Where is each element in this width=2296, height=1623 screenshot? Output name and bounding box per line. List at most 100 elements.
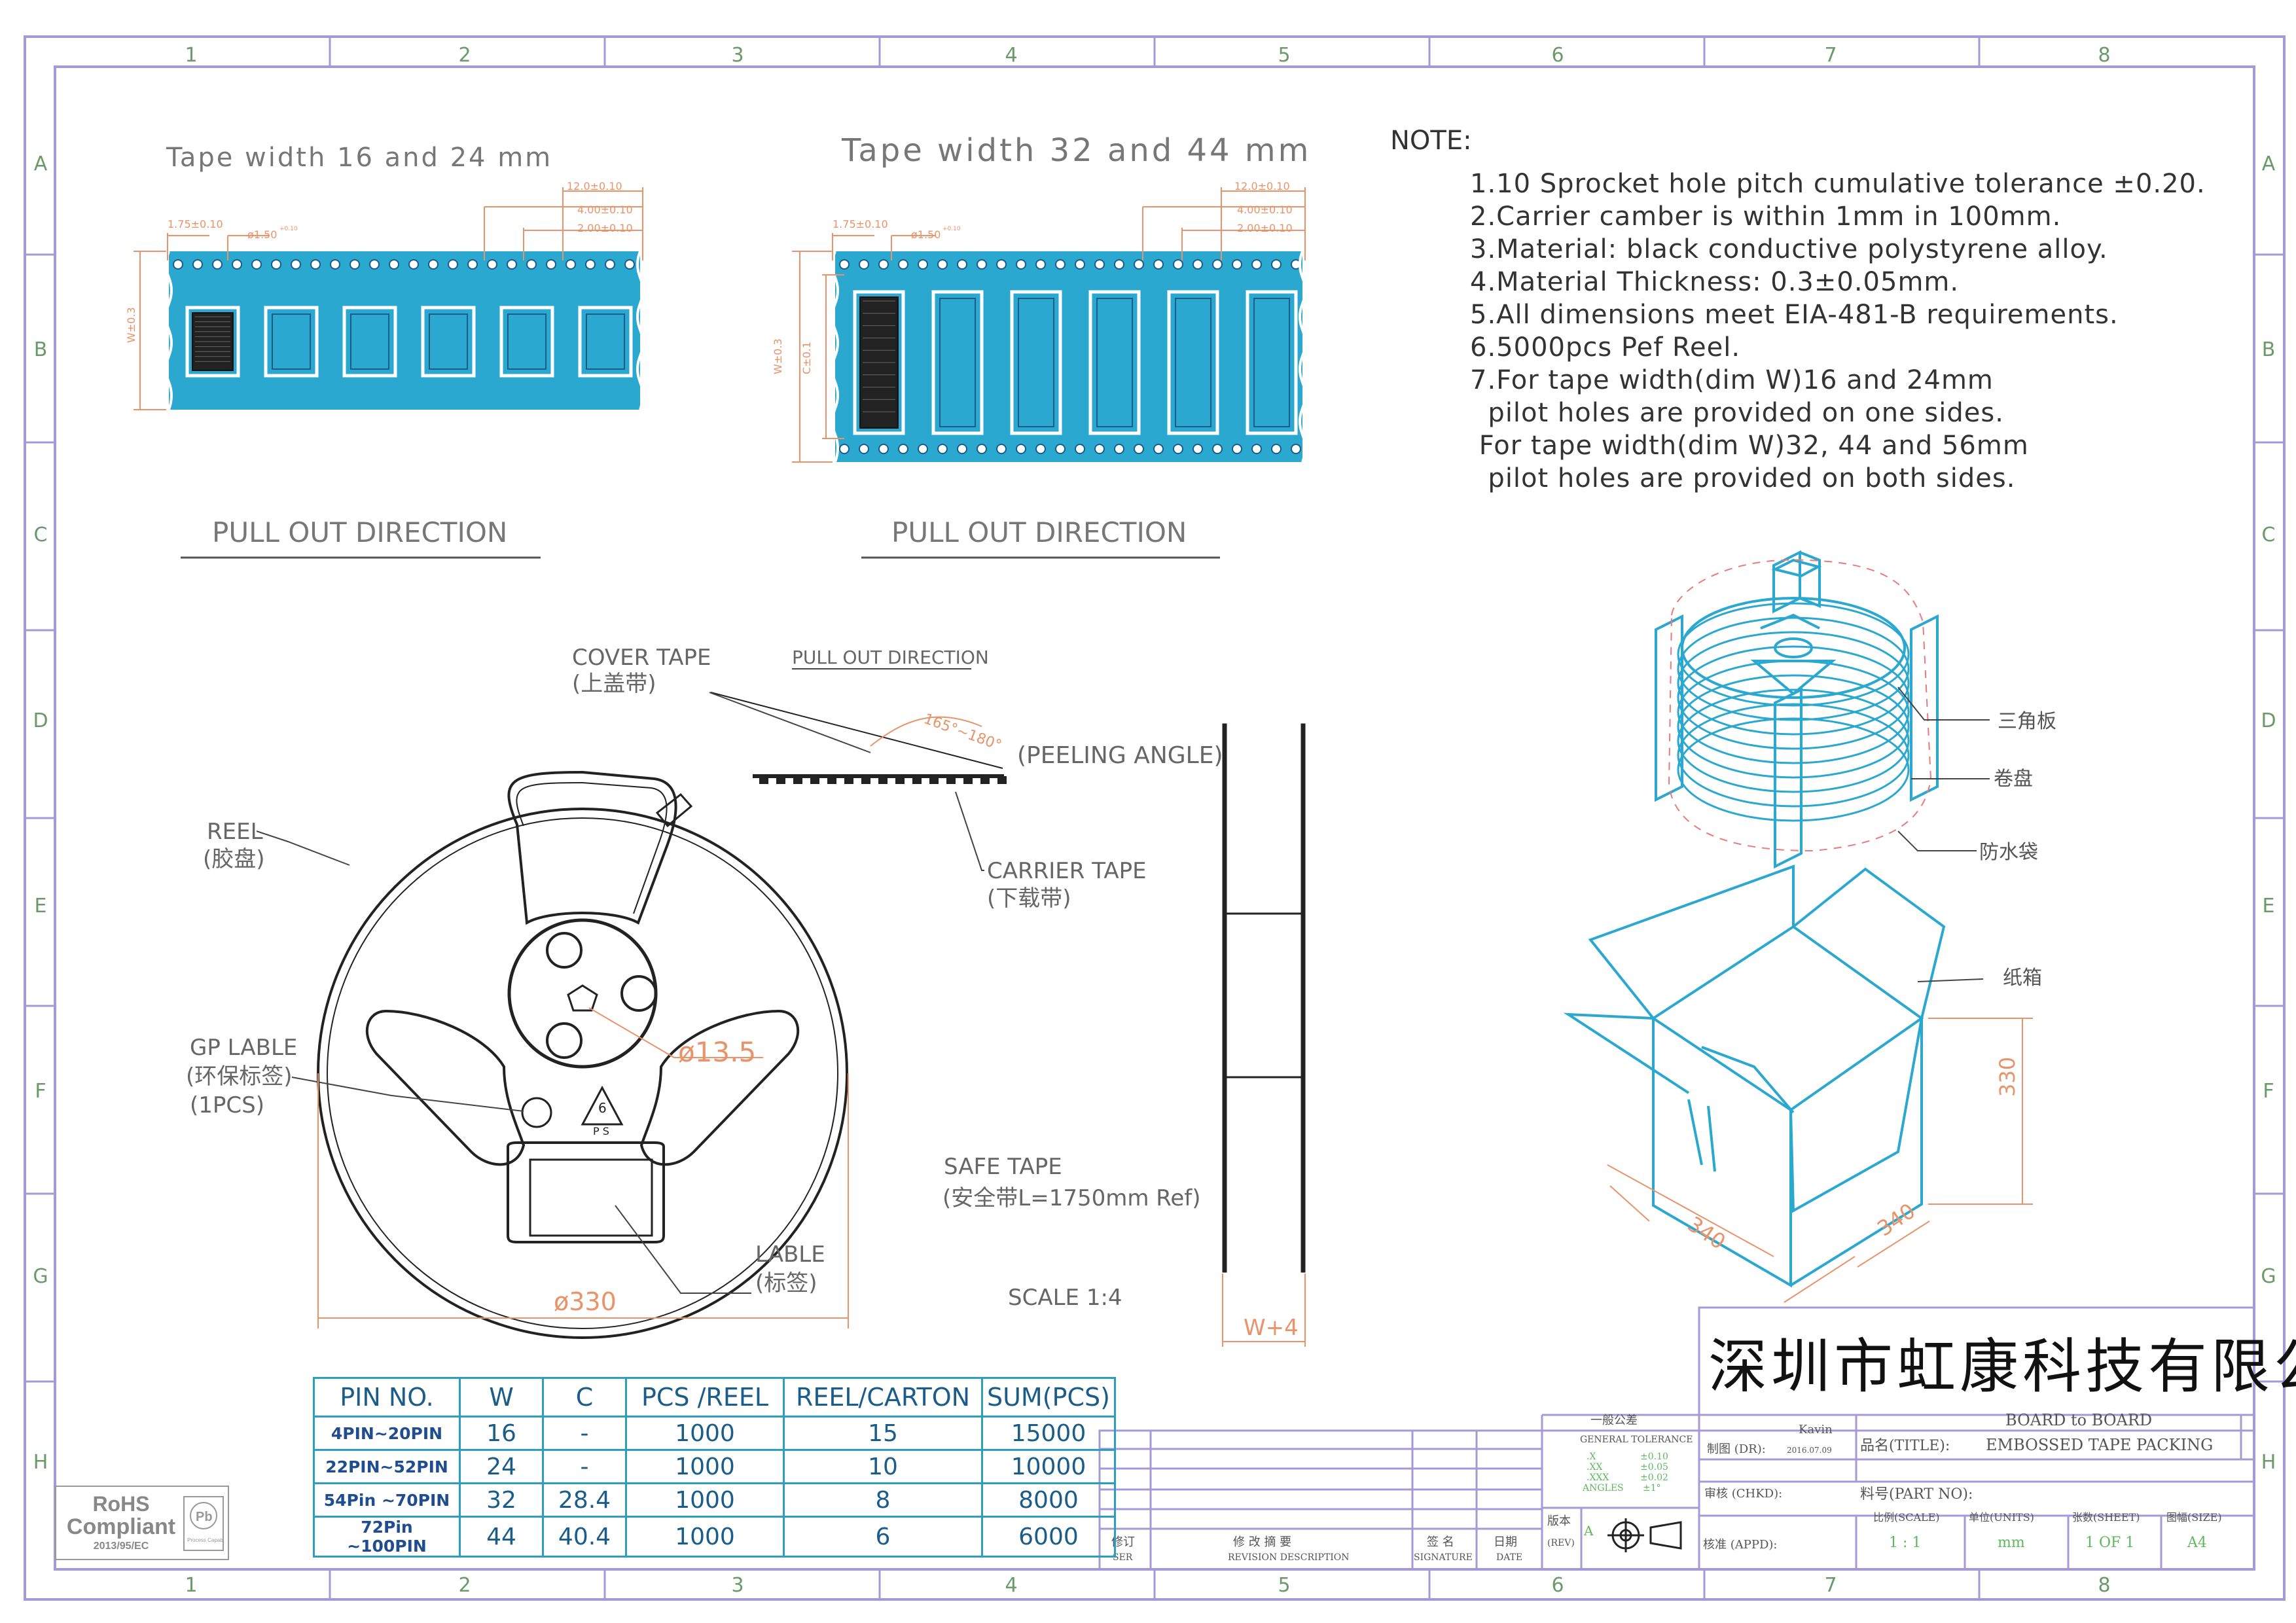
hub-dia-label: ø13.5 [678,1036,756,1068]
stacked-reel [1677,616,1910,721]
sprocket-hole [957,259,967,270]
col-header: W [459,1377,544,1418]
carton-dim-lines [1607,1018,2033,1303]
note-line: 2.Carrier camber is within 1mm in 100mm. [1470,202,2062,232]
col-header: C [542,1377,627,1418]
sprocket-hole [1193,259,1203,270]
note-line: 3.Material: black conductive polystyrene… [1470,234,2108,264]
recycle-icon [581,1085,624,1126]
reel-label-panel [507,1141,665,1243]
sprocket-hole [996,444,1007,454]
tol-value: ±1° [1643,1483,1661,1493]
row-label-left: G [33,1265,48,1288]
tape-right-break [831,251,839,463]
tape-pocket [853,290,905,435]
table-cell: 22PIN~52PIN [313,1449,461,1484]
sprocket-hole [467,259,478,270]
pb-sub: Process Capable [187,1537,223,1543]
stacked-reel [1677,631,1910,736]
stacked-reel [1677,717,1910,822]
dim-label: 2.00±0.10 [1237,222,1293,234]
sprocket-hole [1055,259,1066,270]
stacked-reel [1677,703,1910,808]
safe-tape-cn-label: (安全带L=1750mm Ref) [942,1185,1201,1211]
tape-right-title: Tape width 32 and 44 mm [841,132,1311,169]
reel-side-view [1222,723,1306,1273]
width-label: W+4 [1244,1315,1299,1341]
table-cell: 10 [783,1449,983,1484]
row-label-left: E [35,895,47,918]
tape-right-strip [835,251,1302,462]
tape-left-pockets [185,306,633,378]
tape-right-pull-label: PULL OUT DIRECTION [891,516,1187,548]
zone-ticks [25,37,2284,1599]
tol-value: ±0.10 [1640,1452,1668,1462]
sheet-label: 张数(SHEET) [2072,1511,2140,1524]
dim-label: 2.00±0.10 [577,222,633,234]
rev-label: 版本 [1547,1514,1571,1528]
reel-hub-hole [620,975,657,1012]
peel-arc [870,716,982,747]
tol-label: .XXX [1587,1472,1609,1483]
pb-free-icon: Pb Process Capable [183,1496,227,1551]
table-cell: 1000 [625,1416,785,1451]
dim-label: +0.10 [279,226,298,232]
gp-label: GP LABLE [190,1035,297,1061]
size-value: A4 [2187,1535,2207,1551]
tape-left-break [165,251,173,410]
sprocket-hole [1173,444,1183,454]
dim-label: 4.00±0.10 [1237,204,1293,216]
sprocket-hole [1271,259,1282,270]
sprocket-hole [918,444,928,454]
tape-pocket-inner [429,313,468,370]
row-label-right: B [2262,338,2276,361]
table-row: 72Pin ~100PIN 44 40.4 1000 6 6000 [313,1516,1116,1558]
title-line2: EMBOSSED TAPE PACKING [1986,1436,2213,1454]
table-cell: 1000 [625,1482,785,1518]
table-cell: 6000 [981,1516,1116,1558]
sprocket-hole [389,259,399,270]
table-cell: 4PIN~20PIN [313,1416,461,1451]
zone-labels: 1 2 3 4 5 6 7 8 1 2 3 4 5 6 7 8 A B C D … [33,44,2276,1597]
tape-pocket-inner [586,313,625,370]
tape-pocket [1246,290,1298,435]
sprocket-hole [839,259,850,270]
row-label-left: F [35,1080,46,1103]
sprocket-hole [310,259,321,270]
carton-width-label: 340 [1873,1198,1920,1241]
sprocket-hole [1232,444,1242,454]
sprocket-hole [1114,259,1124,270]
recycle-code: P S [593,1125,609,1137]
col-header: PIN NO. [313,1377,461,1418]
sprocket-hole [546,259,556,270]
scale-value: 1 : 1 [1889,1535,1921,1551]
col-label-bottom: 8 [2098,1574,2110,1597]
col-label-bottom: 2 [458,1574,471,1597]
table-row: 4PIN~20PIN 16 - 1000 15 15000 [313,1416,1116,1451]
sprocket-hole [1075,444,1085,454]
sprocket-hole [251,259,262,270]
tape-pocket [185,306,240,378]
gp-lable-dot [521,1097,552,1128]
reel-dim-lines [317,1007,1306,1347]
units-label: 单位(UNITS) [1969,1511,2034,1524]
sprocket-hole [1035,259,1046,270]
sprocket-hole [1251,444,1262,454]
col-label-top: 4 [1005,44,1017,67]
table-cell: 6 [783,1516,983,1558]
tape-pocket [1167,290,1219,435]
partno-label: 料号(PART NO): [1860,1486,1973,1503]
sprocket-hole [605,259,615,270]
reel-label-area [529,1158,653,1237]
sprocket-hole [350,259,360,270]
reel-leaders [256,668,984,1294]
dim-label: W±0.3 [125,307,137,343]
dim-label: ø1.50 [247,228,277,241]
table-header-row: PIN NO. W C PCS /REEL REEL/CARTON SUM(PC… [313,1377,1116,1418]
row-label-left: C [34,524,48,546]
ser-cn: 修订 [1111,1535,1135,1549]
reel-cn-label: (胶盘) [203,846,265,872]
sprocket-hole [859,444,869,454]
packing-spec-table: PIN NO. W C PCS /REEL REEL/CARTON SUM(PC… [313,1377,1116,1558]
sprocket-hole [977,444,987,454]
